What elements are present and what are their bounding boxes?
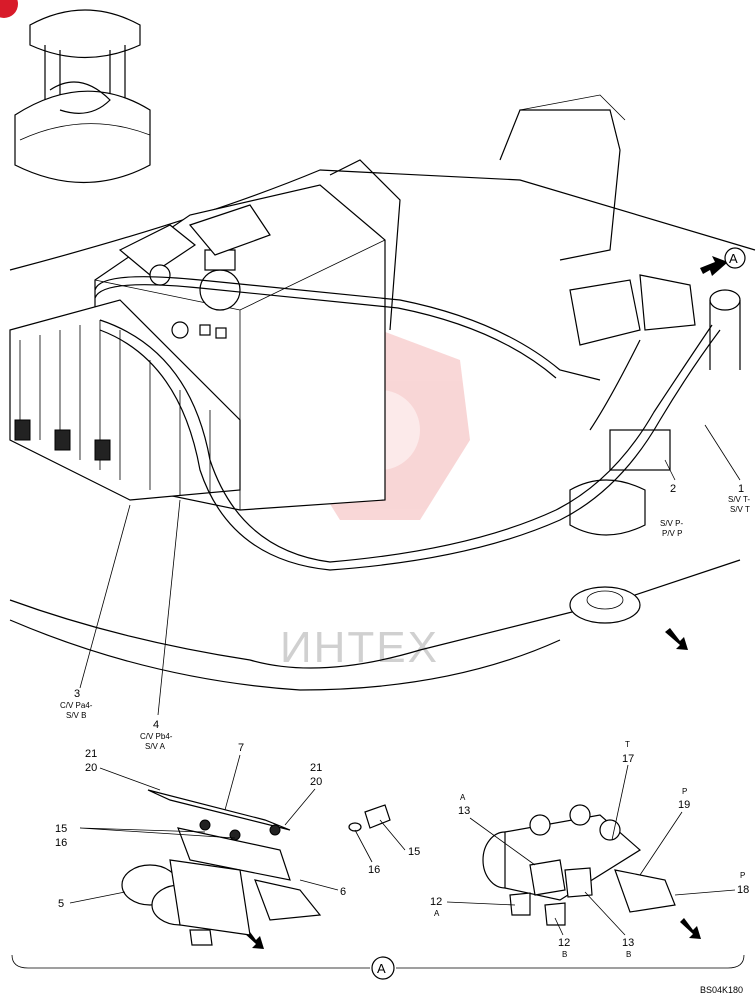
arrow-icon [680,918,701,939]
solenoid-valve-unit [569,274,741,624]
label-13-bottom: 13 [622,937,634,949]
label-18: 18 [737,884,749,896]
callout-1-number: 1 [738,483,744,495]
label-21-left: 21 [85,748,97,760]
label-20-right: 20 [310,776,322,788]
callout-4-number: 4 [153,719,159,731]
detail-left-assembly [121,789,322,946]
callout-2-sub2: P/V P [662,529,682,538]
letter-t-17: T [625,740,630,749]
label-16-right: 16 [368,864,380,876]
arrow-icon [700,256,728,276]
label-15-left: 15 [55,823,67,835]
letter-p-19: P [682,787,687,796]
callout-4: 4 C/V Pb4- S/V A [140,499,181,751]
callout-3: 3 C/V Pa4- S/V B [60,504,131,720]
letter-a-12: A [434,909,440,918]
detail-right-labels: A 13 T 17 P 19 P 18 12 A 12 B 13 B [430,740,749,959]
view-a-bottom-label: A [377,961,386,976]
label-17: 17 [622,753,634,765]
callout-2-sub1: S/V P- [660,519,683,528]
callout-3-sub1: C/V Pa4- [60,701,93,710]
view-marker-label: A [729,251,738,266]
view-a-bracket: A [11,954,745,980]
callout-2: 2 S/V P- P/V P [660,459,683,538]
letter-p-18: P [740,871,745,880]
callout-1-sub2: S/V T [730,505,750,514]
label-6: 6 [340,886,346,898]
label-12-a: 12 [430,896,442,908]
label-13-top: 13 [458,805,470,817]
letter-a-13: A [460,793,466,802]
label-20-left: 20 [85,762,97,774]
callout-3-number: 3 [74,688,80,700]
label-15-right: 15 [408,846,420,858]
label-19: 19 [678,799,690,811]
callout-1: 1 S/V T- S/V T [704,424,750,514]
view-marker-circle [724,247,746,269]
machine-inset [14,9,151,183]
figure-code: BS04K180 [700,985,743,995]
corner-badge [0,0,18,18]
detail-left-labels: 21 20 7 21 20 15 16 15 16 5 6 [55,742,420,910]
hose-routing [94,276,721,571]
letter-b-13: B [626,950,631,959]
label-12-b: 12 [558,937,570,949]
label-7: 7 [238,742,244,754]
detail-right-assembly [482,804,676,926]
callout-4-sub1: C/V Pb4- [140,732,173,741]
letter-b-12: B [562,950,567,959]
label-16-left: 16 [55,837,67,849]
control-valve-bank [9,299,241,501]
watermark-text: ИНТЕХ [280,623,439,672]
callout-1-sub1: S/V T- [728,495,750,504]
callout-2-number: 2 [670,483,676,495]
detail-left-bolt [348,804,391,832]
arrow-icon [665,628,688,650]
label-5: 5 [58,898,64,910]
label-21-right: 21 [310,762,322,774]
callout-3-sub2: S/V B [66,711,86,720]
callout-4-sub2: S/V A [145,742,166,751]
